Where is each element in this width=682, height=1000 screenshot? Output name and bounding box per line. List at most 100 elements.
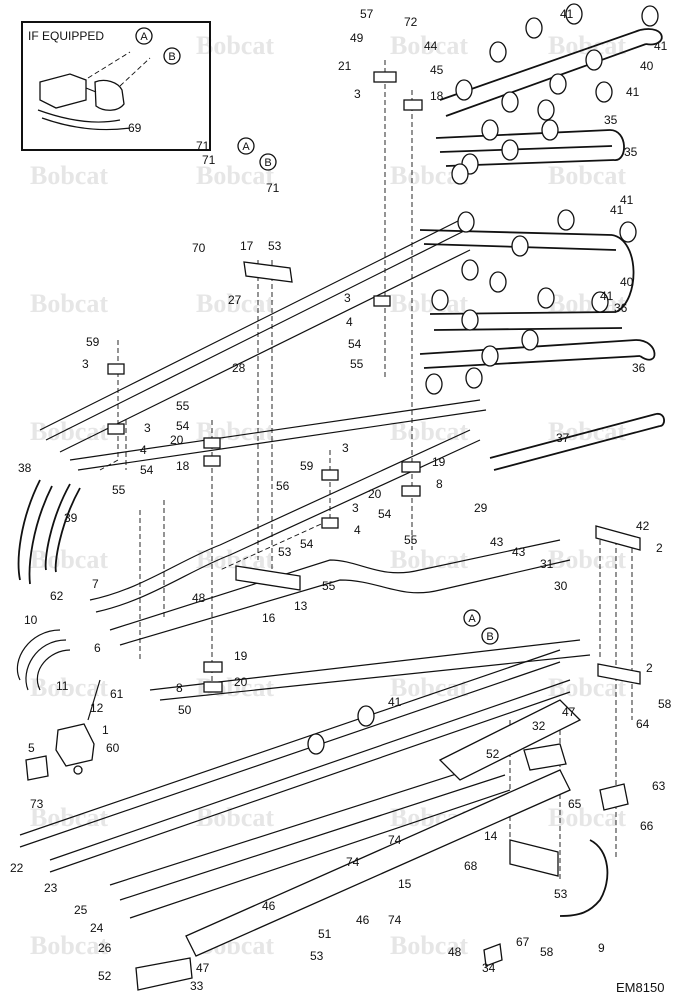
callout-label: 41 xyxy=(560,7,574,21)
callout-label: 40 xyxy=(620,275,634,289)
watermark-text: Bobcat xyxy=(548,545,626,574)
drawing-code: EM8150 xyxy=(616,980,664,995)
callout-label: 48 xyxy=(192,591,206,605)
callout-label: 7 xyxy=(92,577,99,591)
ring-clamp xyxy=(431,289,449,311)
callout-label: 71 xyxy=(196,139,210,153)
ring-clamp xyxy=(425,373,443,395)
callout-label: 21 xyxy=(338,59,352,73)
ring-clamp xyxy=(481,345,499,367)
watermark-text: Bobcat xyxy=(30,417,108,446)
callout-label: 55 xyxy=(112,483,126,497)
ring-clamp xyxy=(501,139,519,161)
callout-label: 20 xyxy=(170,433,184,447)
ring-clamp xyxy=(541,119,559,141)
callout-label: 3 xyxy=(344,291,351,305)
callout-label: 54 xyxy=(348,337,362,351)
callout-label: 52 xyxy=(486,747,500,761)
callout-label: 3 xyxy=(82,357,89,371)
ring-clamp xyxy=(489,41,507,63)
ring-clamp xyxy=(451,163,469,185)
callout-label: 28 xyxy=(232,361,246,375)
leader-lines xyxy=(99,60,633,880)
ring-clamp xyxy=(537,287,555,309)
callout-label: 69 xyxy=(128,121,142,135)
watermark-text: Bobcat xyxy=(390,931,468,960)
circle-marker: B xyxy=(259,153,277,171)
callout-label: 24 xyxy=(90,921,104,935)
callout-label: 65 xyxy=(568,797,582,811)
callout-label: 44 xyxy=(424,39,438,53)
ring-clamp xyxy=(455,79,473,101)
ring-clamp xyxy=(557,209,575,231)
callout-label: 71 xyxy=(266,181,280,195)
watermark-text: Bobcat xyxy=(30,545,108,574)
callout-label: 41 xyxy=(620,193,634,207)
callout-label: 74 xyxy=(388,913,402,927)
callout-label: 52 xyxy=(98,969,112,983)
callout-label: 27 xyxy=(228,293,242,307)
callout-label: 58 xyxy=(540,945,554,959)
ring-clamp xyxy=(549,73,567,95)
ring-clamp xyxy=(525,17,543,39)
circle-marker: B xyxy=(481,627,499,645)
hoses-left xyxy=(16,479,609,917)
callout-label: 55 xyxy=(176,399,190,413)
callout-label: 67 xyxy=(516,935,530,949)
callout-label: 54 xyxy=(300,537,314,551)
callout-label: 55 xyxy=(404,533,418,547)
callout-label: 19 xyxy=(432,455,446,469)
watermark-text: Bobcat xyxy=(390,417,468,446)
callout-label: 39 xyxy=(64,511,78,525)
callout-label: 46 xyxy=(262,899,276,913)
callout-label: 53 xyxy=(278,545,292,559)
callout-label: 48 xyxy=(448,945,462,959)
ring-clamp xyxy=(501,91,519,113)
watermark-text: Bobcat xyxy=(30,161,108,190)
callout-label: 36 xyxy=(632,361,646,375)
callout-label: 14 xyxy=(484,829,498,843)
callout-label: 51 xyxy=(318,927,332,941)
ring-clamp xyxy=(537,99,555,121)
callout-label: 55 xyxy=(350,357,364,371)
ring-clamps xyxy=(307,3,659,755)
callout-label: 2 xyxy=(646,661,653,675)
callout-label: 43 xyxy=(512,545,526,559)
callout-label: 5 xyxy=(28,741,35,755)
callout-label: 2 xyxy=(656,541,663,555)
callout-label: 33 xyxy=(190,979,204,993)
circle-marker-letter: B xyxy=(486,631,493,643)
callout-label: 47 xyxy=(562,705,576,719)
callout-label: 58 xyxy=(658,697,672,711)
ring-clamp xyxy=(565,3,583,25)
callout-label: 29 xyxy=(474,501,488,515)
watermark-text: Bobcat xyxy=(30,931,108,960)
callout-label: 46 xyxy=(356,913,370,927)
circle-marker-letter: B xyxy=(168,51,175,63)
ring-clamp xyxy=(489,271,507,293)
callout-label: 3 xyxy=(144,421,151,435)
callout-label: 53 xyxy=(554,887,568,901)
callout-label: 59 xyxy=(86,335,100,349)
callout-label: 18 xyxy=(176,459,190,473)
ring-clamp xyxy=(641,5,659,27)
callout-label: 4 xyxy=(354,523,361,537)
callout-label: 72 xyxy=(404,15,418,29)
if-equipped-inset: IF EQUIPPED xyxy=(21,21,211,151)
callout-label: 45 xyxy=(430,63,444,77)
ring-clamp xyxy=(595,81,613,103)
callout-label: 63 xyxy=(652,779,666,793)
ring-clamp xyxy=(619,221,637,243)
callout-label: 47 xyxy=(196,961,210,975)
callout-label: 32 xyxy=(532,719,546,733)
circle-marker-letter: B xyxy=(264,157,271,169)
callout-label: 62 xyxy=(50,589,64,603)
callout-label: 61 xyxy=(110,687,124,701)
ring-clamp xyxy=(585,49,603,71)
callout-label: 4 xyxy=(346,315,353,329)
callout-label: 12 xyxy=(90,701,104,715)
callout-label: 8 xyxy=(176,681,183,695)
callout-label: 3 xyxy=(354,87,361,101)
